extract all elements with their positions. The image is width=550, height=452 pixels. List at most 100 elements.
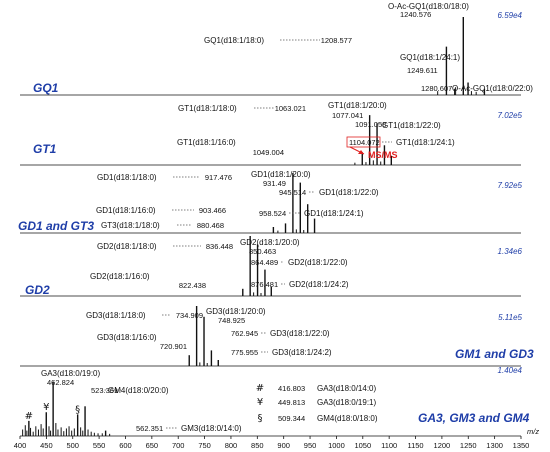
x-tick-label: 1300 [486, 441, 503, 450]
peak-mz: 958.524 [259, 209, 286, 218]
panel-name: GQ1 [33, 81, 59, 95]
peak-label: GD3(d18:1/20:0) [206, 307, 266, 316]
x-tick-label: 550 [93, 441, 106, 450]
x-tick-label: 850 [251, 441, 264, 450]
legend-mz: 416.803 [278, 384, 305, 393]
peak-mz: 822.438 [179, 281, 206, 290]
legend-mz: 509.344 [278, 414, 305, 423]
peak-label: GD2(d18:1/22:0) [288, 258, 348, 267]
peak-label: GD1(d18:1/16:0) [96, 206, 156, 215]
x-tick-label: 1200 [434, 441, 451, 450]
x-tick-label: 1250 [460, 441, 477, 450]
peak-mz: 850.463 [249, 247, 276, 256]
peak-label: GD1(d18:1/22:0) [319, 188, 379, 197]
peak-label: GD3(d18:1/16:0) [97, 333, 157, 342]
peak-mz: 523.361 [91, 386, 118, 395]
peak-mz: 1208.577 [321, 36, 352, 45]
peak-label: GQ1(d18:1/18:0) [204, 36, 264, 45]
x-tick-label: 1100 [381, 441, 397, 450]
max-intensity: 1.34e6 [498, 247, 523, 256]
peak-label: GT1(d18:1/16:0) [177, 138, 236, 147]
peak-mz: 1049.004 [253, 148, 284, 157]
peak-mz: 880.468 [197, 221, 224, 230]
peak-label: O-Ac-GQ1(d18:0/18:0) [388, 2, 469, 11]
peak-mz: 562.351 [136, 424, 163, 433]
legend-symbol: # [256, 383, 264, 394]
panel-name: GT1 [33, 142, 57, 156]
peak-mz: 1280.607 [421, 84, 452, 93]
peak-label: GQ1(d18:1/24:1) [400, 53, 460, 62]
x-tick-label: 1150 [407, 441, 423, 450]
msms-arrowhead [358, 150, 364, 154]
x-tick-label: 950 [304, 441, 317, 450]
peak-mz: 1063.021 [275, 104, 306, 113]
x-tick-label: 600 [119, 441, 132, 450]
panel-name: GD2 [25, 283, 50, 297]
x-tick-label: 650 [146, 441, 159, 450]
max-intensity: 7.02e5 [498, 111, 523, 120]
peak-label: GT1(d18:1/22:0) [382, 121, 441, 130]
max-intensity: 1.40e4 [498, 366, 523, 375]
peak-mz: 1249.611 [407, 66, 438, 75]
x-tick-label: 700 [172, 441, 185, 450]
peak-mz: 775.955 [231, 348, 258, 357]
peak-label: GD2(d18:1/20:0) [240, 238, 300, 247]
peak-label: GD1(d18:1/24:1) [304, 209, 364, 218]
peak-mz: 1091.058 [355, 120, 386, 129]
legend-symbol: ¥ [257, 397, 263, 408]
peak-label: O-Ac-GQ1(d18:0/22:0) [452, 84, 533, 93]
x-tick-label: 500 [66, 441, 79, 450]
x-tick-label: 450 [40, 441, 53, 450]
peak-label: GD3(d18:1/24:2) [272, 348, 332, 357]
x-tick-label: 400 [14, 441, 27, 450]
max-intensity: 7.92e5 [498, 181, 523, 190]
peak-mz: 734.909 [176, 311, 203, 320]
panel-name: GD1 and GT3 [18, 219, 94, 233]
peak-label: GD3(d18:1/22:0) [270, 329, 330, 338]
peak-mz: 720.901 [160, 342, 187, 351]
peak-label: GD2(d18:1/16:0) [90, 272, 150, 281]
x-tick-label: 1050 [354, 441, 371, 450]
peak-symbol: # [25, 411, 33, 422]
peak-symbol: § [75, 404, 80, 415]
peak-mz: 1240.576 [400, 10, 431, 19]
peak-label: GT1(d18:1/24:1) [396, 138, 455, 147]
peak-label: GD2(d18:1/18:0) [97, 242, 157, 251]
peak-mz: 748.925 [218, 316, 245, 325]
msms-box [346, 136, 381, 148]
peak-label: GD3(d18:1/18:0) [86, 311, 146, 320]
peak-label: GT1(d18:1/18:0) [178, 104, 237, 113]
peak-mz: 836.448 [206, 242, 233, 251]
x-tick-label: 900 [277, 441, 290, 450]
peak-label: GA3(d18:0/19:0) [41, 369, 100, 378]
panel-name: GM1 and GD3 [455, 347, 534, 361]
peak-label: GM3(d18:0/14:0) [181, 424, 242, 433]
legend-label: GA3(d18:0/14:0) [317, 384, 376, 393]
peak-mz: 864.489 [251, 258, 278, 267]
peak-label: GM4(d18:0/20:0) [108, 386, 169, 395]
x-tick-label: 1000 [328, 441, 345, 450]
x-tick-label: 800 [225, 441, 238, 450]
peak-label: GD1(d18:1/18:0) [97, 173, 157, 182]
peak-mz: 945.514 [279, 188, 306, 197]
peak-label: GD1(d18:1/20:0) [251, 170, 311, 179]
peak-symbol: ¥ [43, 402, 49, 413]
max-intensity: 5.11e5 [498, 313, 522, 322]
peak-label: GT3(d18:1/18:0) [101, 221, 160, 230]
peak-mz: 462.824 [47, 378, 74, 387]
legend-label: GA3(d18:0/19:1) [317, 398, 376, 407]
peak-label: GD2(d18:1/24:2) [289, 280, 349, 289]
x-tick-label: 1350 [513, 441, 530, 450]
legend-label: GM4(d18:0/18:0) [317, 414, 378, 423]
peak-mz: 1104.072 [349, 138, 380, 147]
peak-mz: 931.49 [263, 179, 286, 188]
max-intensity: 6.59e4 [498, 11, 523, 20]
msms-label: MS/MS [368, 150, 398, 160]
peak-label: GT1(d18:1/20:0) [328, 101, 387, 110]
legend-mz: 449.813 [278, 398, 305, 407]
peak-mz: 762.945 [231, 329, 258, 338]
x-tick-label: 750 [198, 441, 211, 450]
peak-mz: 903.466 [199, 206, 226, 215]
panel-name: GA3, GM3 and GM4 [418, 411, 530, 425]
